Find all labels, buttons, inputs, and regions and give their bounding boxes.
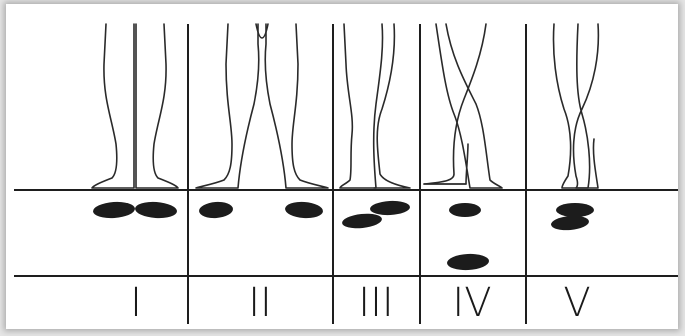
foot-front <box>341 212 382 230</box>
legs-position-5 <box>553 24 598 188</box>
feet-position-2 <box>198 201 323 220</box>
foot-front <box>550 214 589 231</box>
position-label: IV <box>452 280 491 326</box>
position-label: V <box>563 280 590 326</box>
legs-position-2 <box>196 24 328 188</box>
foot-right <box>284 201 323 220</box>
legs-position-4 <box>424 24 502 188</box>
foot-right <box>134 201 177 220</box>
position-label: III <box>358 280 393 326</box>
position-label: I <box>130 280 142 326</box>
position-label: II <box>248 280 272 326</box>
feet-position-1 <box>92 201 177 220</box>
foot-front <box>447 253 490 271</box>
legs-position-1 <box>92 24 178 188</box>
foot-left <box>198 201 233 219</box>
foot-back <box>449 203 481 217</box>
foot-left <box>92 201 135 220</box>
foot-back <box>556 203 594 217</box>
feet-position-3 <box>341 200 410 230</box>
ballet-positions-figure: I II III IV V <box>6 4 678 329</box>
foot-back <box>370 200 411 216</box>
feet-position-4 <box>447 203 490 271</box>
positions-diagram: I II III IV V <box>6 4 678 329</box>
feet-position-5 <box>550 203 594 232</box>
legs-position-3 <box>340 24 410 188</box>
